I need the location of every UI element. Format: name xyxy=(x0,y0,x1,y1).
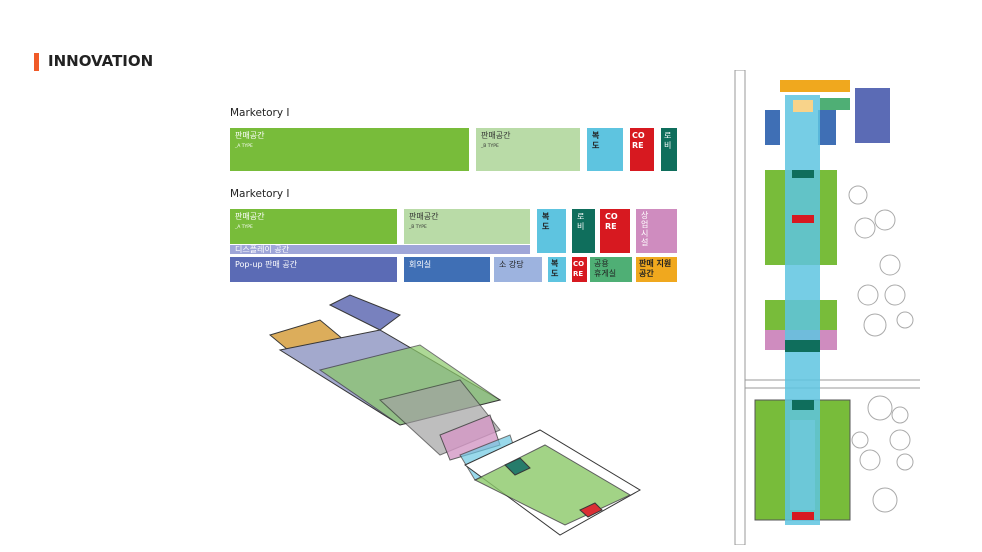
plan-corridor xyxy=(785,95,820,525)
site-plan xyxy=(734,70,920,545)
core-block: CO RE xyxy=(600,209,630,253)
iso-core xyxy=(579,502,603,518)
commercial-block: 상 업 시 설 xyxy=(636,209,677,253)
corridor-block: 복 도 xyxy=(587,128,623,171)
sales-support-block: 판매 지원 공간 xyxy=(636,257,677,282)
corridor-block: 복 도 xyxy=(537,209,566,253)
core-block-2: CO RE xyxy=(572,257,587,282)
core-block: CO RE xyxy=(630,128,654,171)
diagram1-label: Marketory I xyxy=(230,107,290,119)
lobby-block: 로 비 xyxy=(572,209,595,253)
sales-a-block: 판매공간_A TYPE xyxy=(230,209,397,244)
iso-popup-volume xyxy=(328,294,402,331)
meeting-room-block: 회의실 xyxy=(404,257,490,282)
lobby-block: 로 비 xyxy=(661,128,677,171)
page-title: INNOVATION xyxy=(48,52,154,70)
plan-trees xyxy=(848,185,914,513)
auditorium-block: 소 강당 xyxy=(494,257,542,282)
sales-b-block: 판매공간_B TYPE xyxy=(404,209,530,244)
popup-sales-block: Pop-up 판매 공간 xyxy=(230,257,397,282)
isometric-diagram xyxy=(268,294,641,536)
diagram2-label: Marketory I xyxy=(230,188,290,200)
corridor-block-2: 복 도 xyxy=(548,257,566,282)
lounge-block: 공용 휴게실 xyxy=(590,257,632,282)
title-accent-bar xyxy=(34,53,39,71)
display-space-block: 디스플레이 공간 xyxy=(230,245,530,254)
sales-b-block: 판매공간_B TYPE xyxy=(476,128,580,171)
plan-support xyxy=(780,80,850,92)
iso-lobby xyxy=(504,457,531,476)
sales-a-block: 판매공간_A TYPE xyxy=(230,128,469,171)
